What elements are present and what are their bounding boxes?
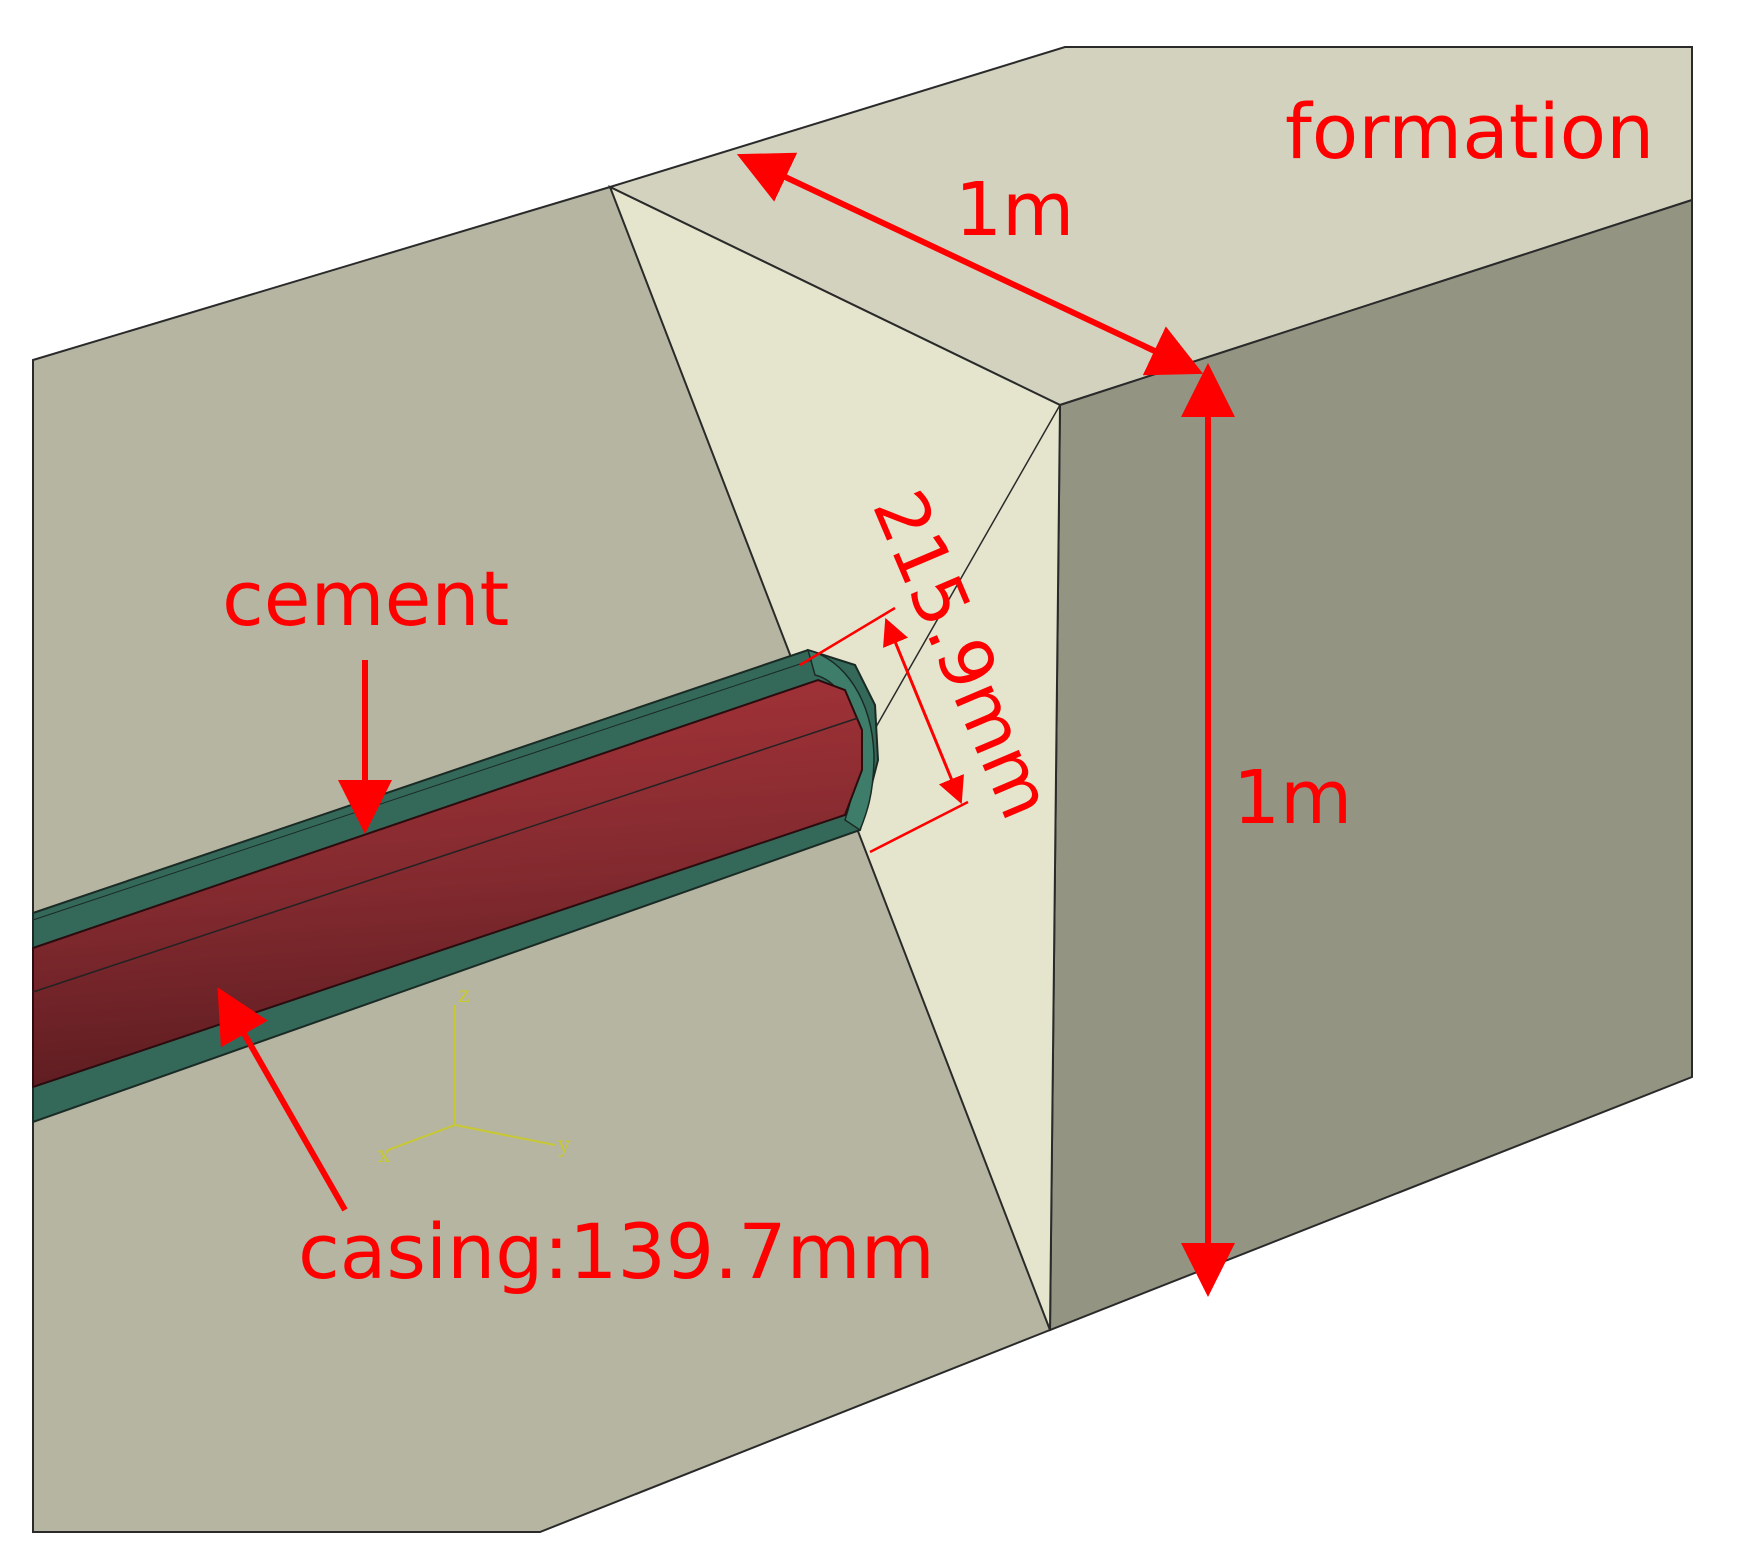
cement-label: cement — [222, 554, 509, 643]
hole-extension-line-top — [799, 606, 896, 667]
cement-seam — [32, 659, 813, 921]
casing-label: casing:139.7mm — [298, 1207, 935, 1296]
hole-extension-line-bottom — [869, 800, 969, 854]
width-dimension-arrow — [736, 152, 1204, 376]
formation-label: formation — [1285, 87, 1654, 176]
width-label: 1m — [955, 167, 1074, 253]
triad-z-label: z — [458, 983, 470, 1008]
triad-x-label: x — [378, 1143, 391, 1168]
triad-y-axis — [454, 1124, 556, 1146]
casing-pipe — [32, 678, 863, 1089]
triad-x-axis — [387, 1124, 456, 1151]
triad-y-label: y — [557, 1133, 571, 1158]
casing-pointer-arrow — [217, 987, 348, 1212]
casing-seam — [32, 717, 859, 993]
height-label: 1m — [1233, 755, 1352, 841]
dimension-annotations — [217, 152, 1235, 1297]
hole-dimension-arrow — [883, 617, 964, 805]
axis-triad: z x y — [378, 983, 571, 1168]
